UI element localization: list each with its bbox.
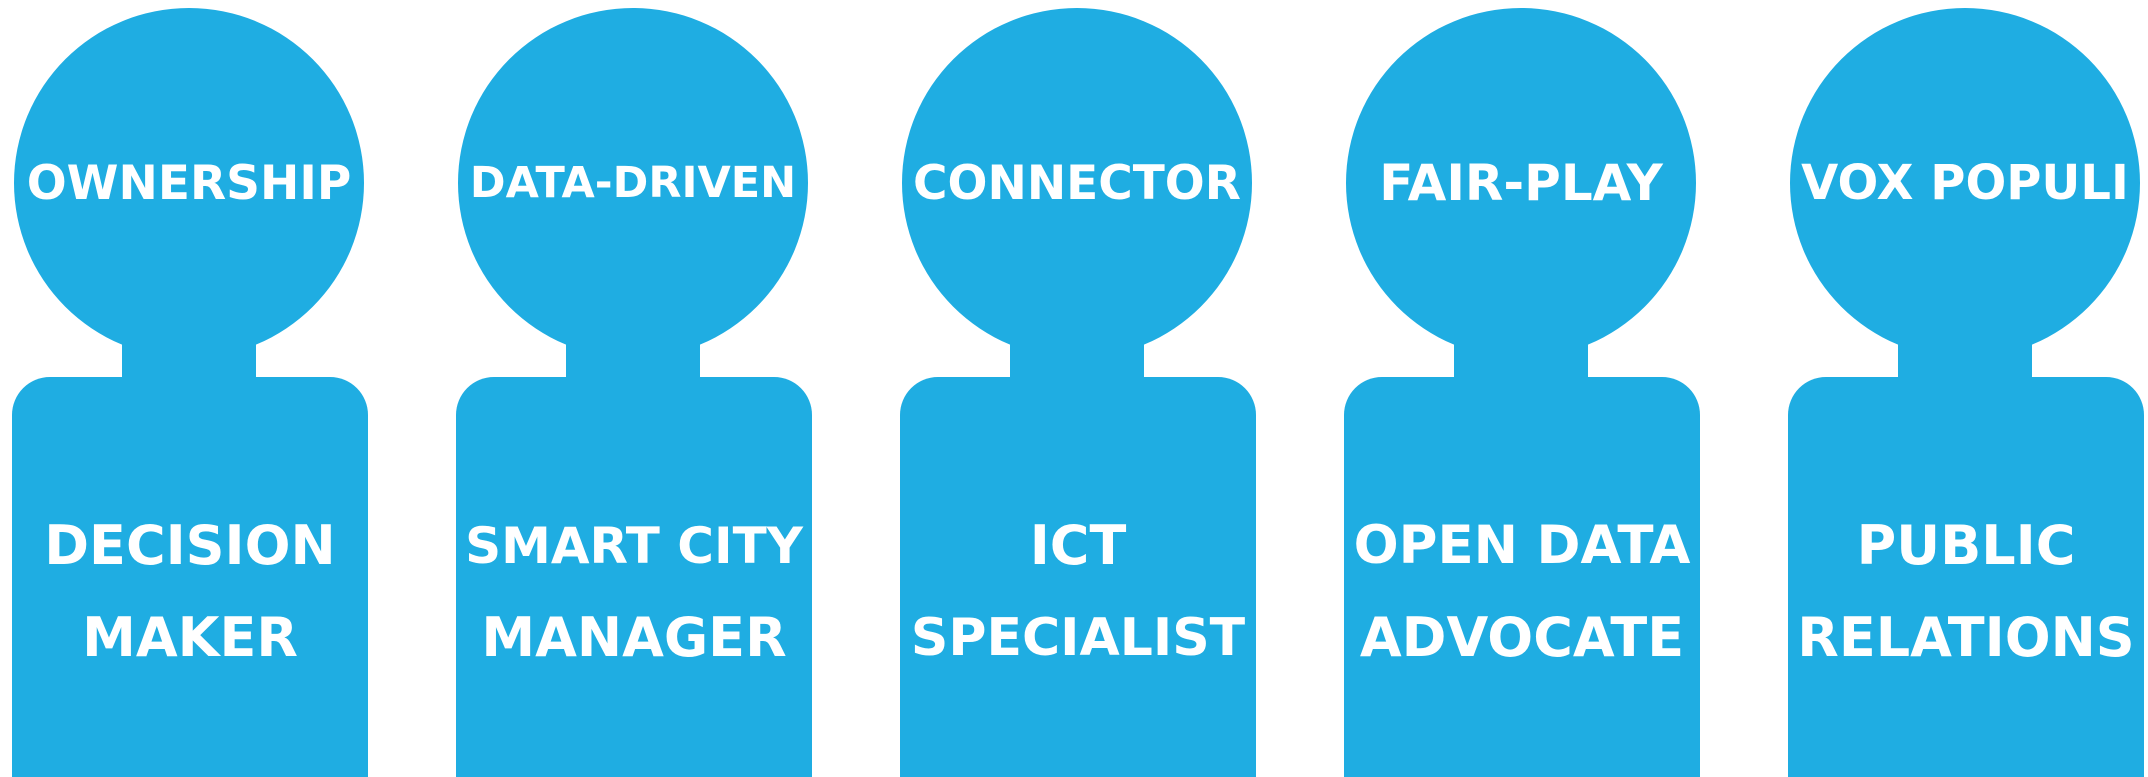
persona-role-line-2: ADVOCATE: [1359, 606, 1685, 669]
persona-figure-decision-maker: OWNERSHIP DECISION MAKER: [12, 0, 368, 777]
persona-body: [456, 377, 812, 777]
persona-role-label: DECISION MAKER: [12, 500, 368, 684]
persona-trait-label: VOX POPULI: [1801, 155, 2129, 211]
persona-body: [900, 377, 1256, 777]
persona-trait-label: OWNERSHIP: [26, 155, 352, 211]
persona-figure-smart-city-manager: DATA-DRIVEN SMART CITY MANAGER: [456, 0, 812, 777]
persona-role-line-2: SPECIALIST: [910, 608, 1246, 668]
persona-figure-ict-specialist: CONNECTOR ICT SPECIALIST: [900, 0, 1256, 777]
persona-head-circle: [902, 8, 1252, 358]
persona-role-line-1: OPEN DATA: [1353, 515, 1691, 576]
persona-figure-open-data-advocate: FAIR-PLAY OPEN DATA ADVOCATE: [1344, 0, 1700, 777]
persona-figure-public-relations: VOX POPULI PUBLIC RELATIONS: [1788, 0, 2144, 777]
persona-role-label: ICT SPECIALIST: [900, 500, 1256, 684]
persona-role-line-1: DECISION: [44, 514, 336, 577]
persona-role-label: SMART CITY MANAGER: [456, 500, 812, 684]
persona-body: [12, 377, 368, 777]
persona-head-circle: [1346, 8, 1696, 358]
persona-role-line-1: PUBLIC: [1856, 514, 2076, 577]
persona-role-line-2: MANAGER: [481, 606, 787, 669]
persona-head-circle: [14, 8, 364, 358]
persona-body: [1788, 377, 2144, 777]
persona-head-circle: [1790, 8, 2140, 358]
persona-figures-row: OWNERSHIP DECISION MAKER DATA-DRIVEN SMA…: [12, 0, 2144, 777]
persona-head-circle: [458, 8, 808, 358]
persona-body: [1344, 377, 1700, 777]
persona-role-label: OPEN DATA ADVOCATE: [1344, 500, 1700, 684]
persona-trait-label: DATA-DRIVEN: [469, 158, 797, 208]
persona-role-label: PUBLIC RELATIONS: [1788, 500, 2144, 684]
persona-trait-label: CONNECTOR: [913, 155, 1241, 211]
persona-trait-label: FAIR-PLAY: [1379, 154, 1663, 212]
persona-role-line-2: MAKER: [82, 606, 298, 669]
persona-role-line-1: SMART CITY: [465, 517, 803, 575]
persona-role-line-2: RELATIONS: [1797, 606, 2135, 669]
persona-role-line-1: ICT: [1029, 514, 1127, 577]
